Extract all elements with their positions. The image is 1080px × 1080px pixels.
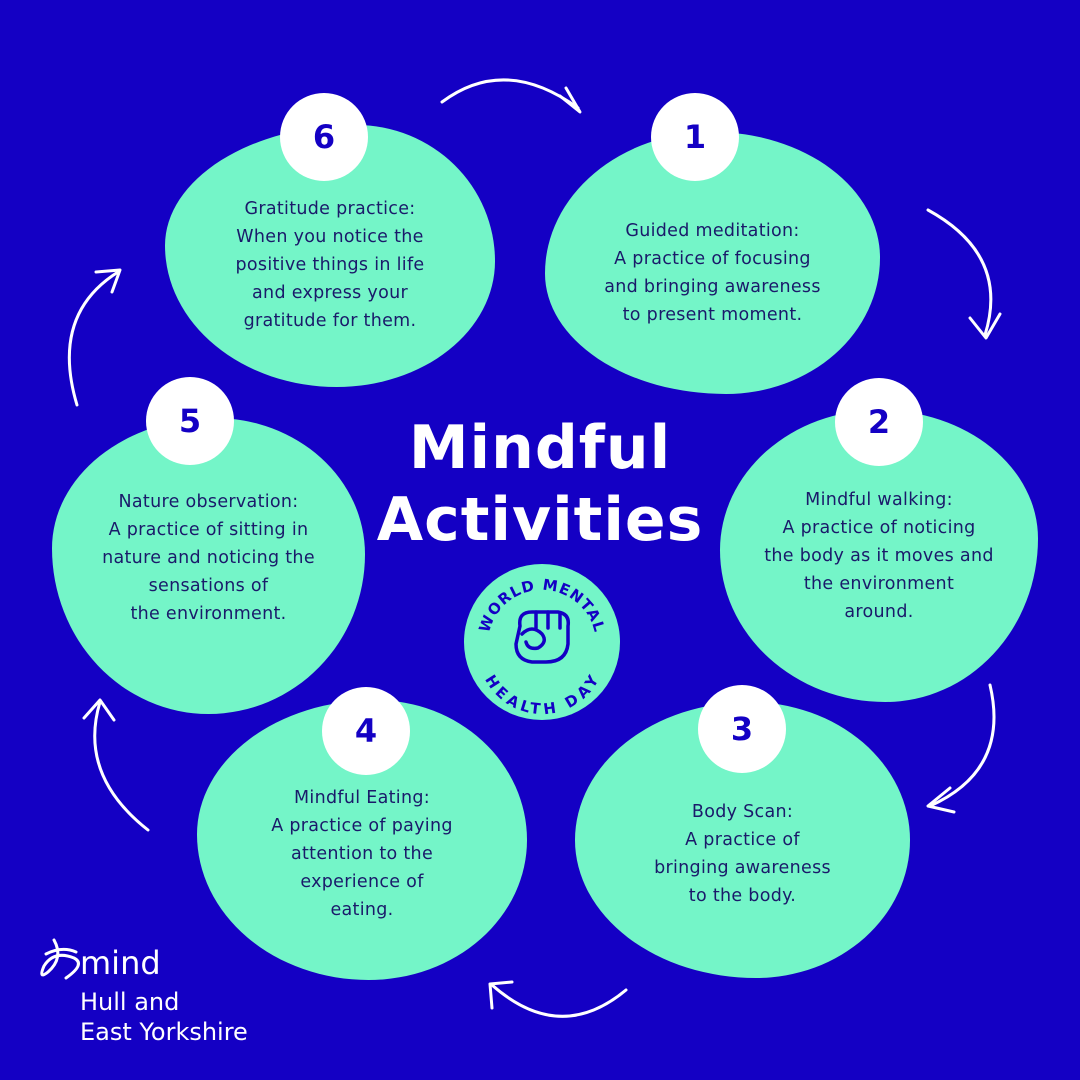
fist-icon xyxy=(514,610,571,664)
arrow-3-to-4 xyxy=(488,980,628,1018)
world-mental-health-day-seal: WORLD MENTAL HEALTH DAY xyxy=(464,564,620,720)
brand-line-2: East Yorkshire xyxy=(80,1018,248,1046)
activity-text-6: Gratitude practice: When you notice the … xyxy=(235,199,425,331)
brand-name: mind xyxy=(80,944,161,982)
activity-text-4: Mindful Eating: A practice of paying att… xyxy=(271,788,453,920)
activity-blob-5: Nature observation: A practice of sittin… xyxy=(52,418,365,714)
activity-text-1: Guided meditation: A practice of focusin… xyxy=(604,221,821,325)
arrow-6-to-1 xyxy=(440,78,582,114)
activity-number-2: 2 xyxy=(835,378,923,466)
brand-line-1: Hull and xyxy=(80,988,180,1016)
activity-text-2: Mindful walking: A practice of noticing … xyxy=(764,490,994,622)
arrow-2-to-3 xyxy=(926,683,996,814)
brand-block: mind Hull and East Yorkshire xyxy=(36,932,296,1052)
activity-number-1: 1 xyxy=(651,93,739,181)
arrow-4-to-5 xyxy=(82,698,150,832)
page-title: Mindful Activities xyxy=(340,412,740,556)
activity-number-3: 3 xyxy=(698,685,786,773)
arrow-5-to-6 xyxy=(67,268,122,407)
activity-number-6: 6 xyxy=(280,93,368,181)
mind-logo-icon: mind xyxy=(40,938,161,982)
activity-text-3: Body Scan: A practice of bringing awaren… xyxy=(654,802,831,906)
activity-text-5: Nature observation: A practice of sittin… xyxy=(102,492,315,624)
title-line-1: Mindful xyxy=(408,413,672,483)
title-line-2: Activities xyxy=(376,485,704,555)
arrow-1-to-2 xyxy=(926,208,1002,340)
activity-number-5: 5 xyxy=(146,377,234,465)
activity-number-4: 4 xyxy=(322,687,410,775)
